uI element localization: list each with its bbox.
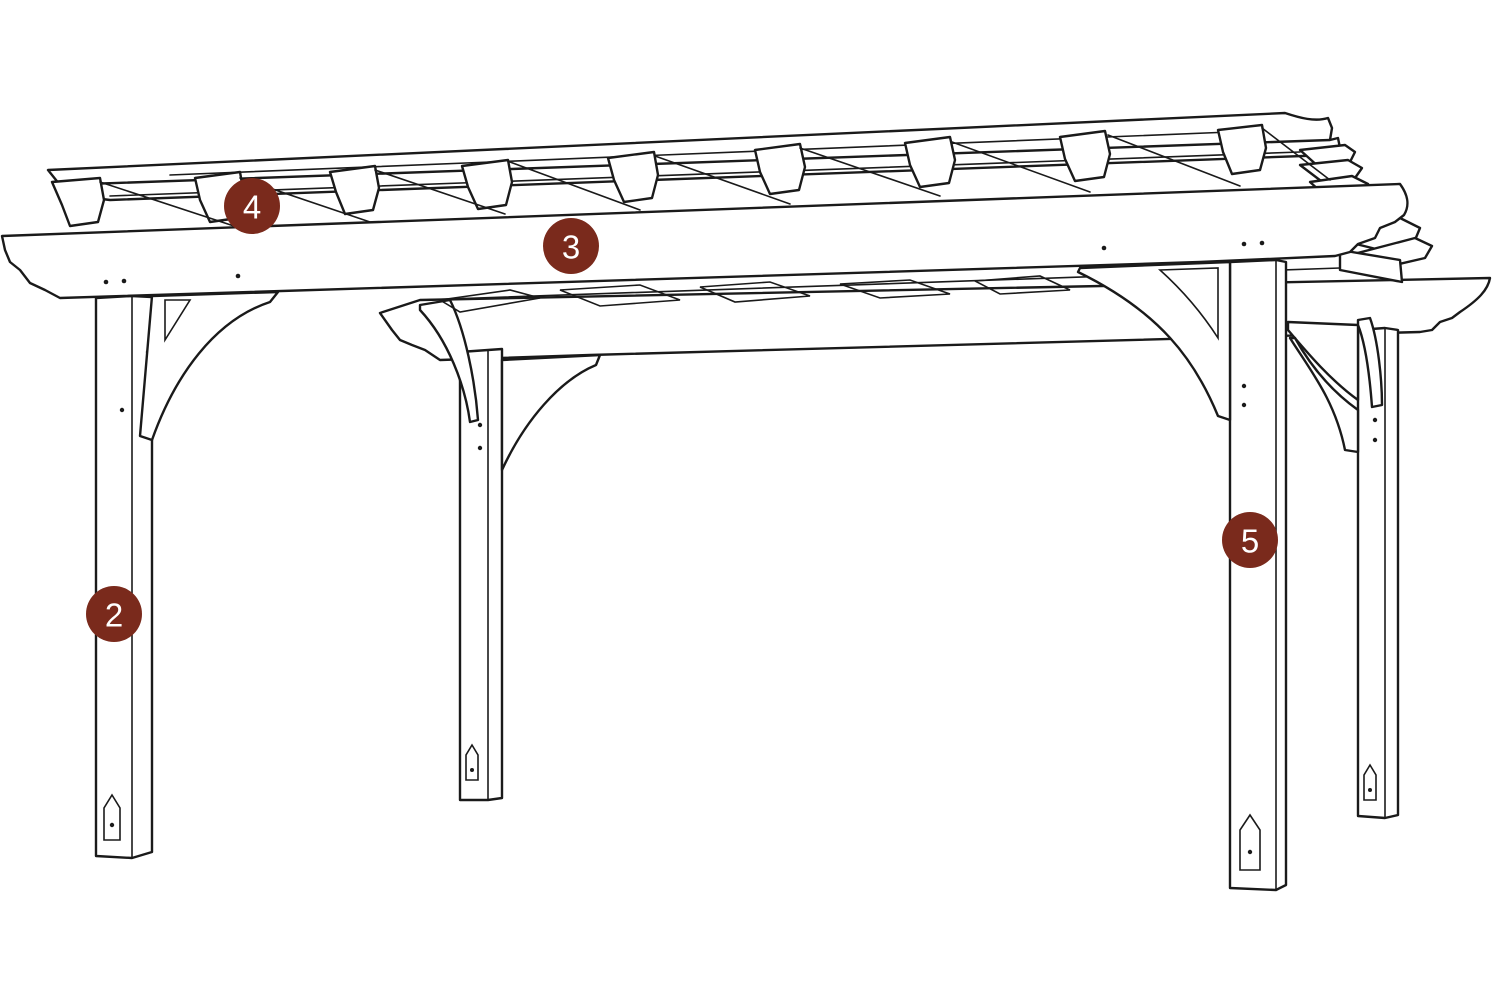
rafter-blocks: [50, 123, 1268, 228]
marker-2-label: 2: [105, 597, 123, 634]
marker-2: 2: [86, 586, 142, 642]
marker-4-label: 4: [243, 189, 261, 226]
marker-4: 4: [224, 178, 280, 234]
rafter-lattice: [437, 275, 1071, 313]
marker-2-circle: [86, 586, 142, 642]
front-beam: [0, 182, 1409, 300]
marker-4-circle: [224, 178, 280, 234]
marker-5-circle: [1222, 512, 1278, 568]
marker-3-label: 3: [562, 229, 580, 266]
marker-5: 5: [1222, 512, 1278, 568]
back-post-left: [458, 347, 504, 802]
marker-3-circle: [543, 218, 599, 274]
marker-5-label: 5: [1241, 523, 1259, 560]
marker-3: 3: [543, 218, 599, 274]
front-post-right: [1228, 258, 1288, 892]
front-post-left: [94, 294, 154, 860]
front-braces: [138, 260, 1232, 442]
back-braces: [418, 298, 1384, 472]
back-post-right: [1356, 326, 1400, 820]
